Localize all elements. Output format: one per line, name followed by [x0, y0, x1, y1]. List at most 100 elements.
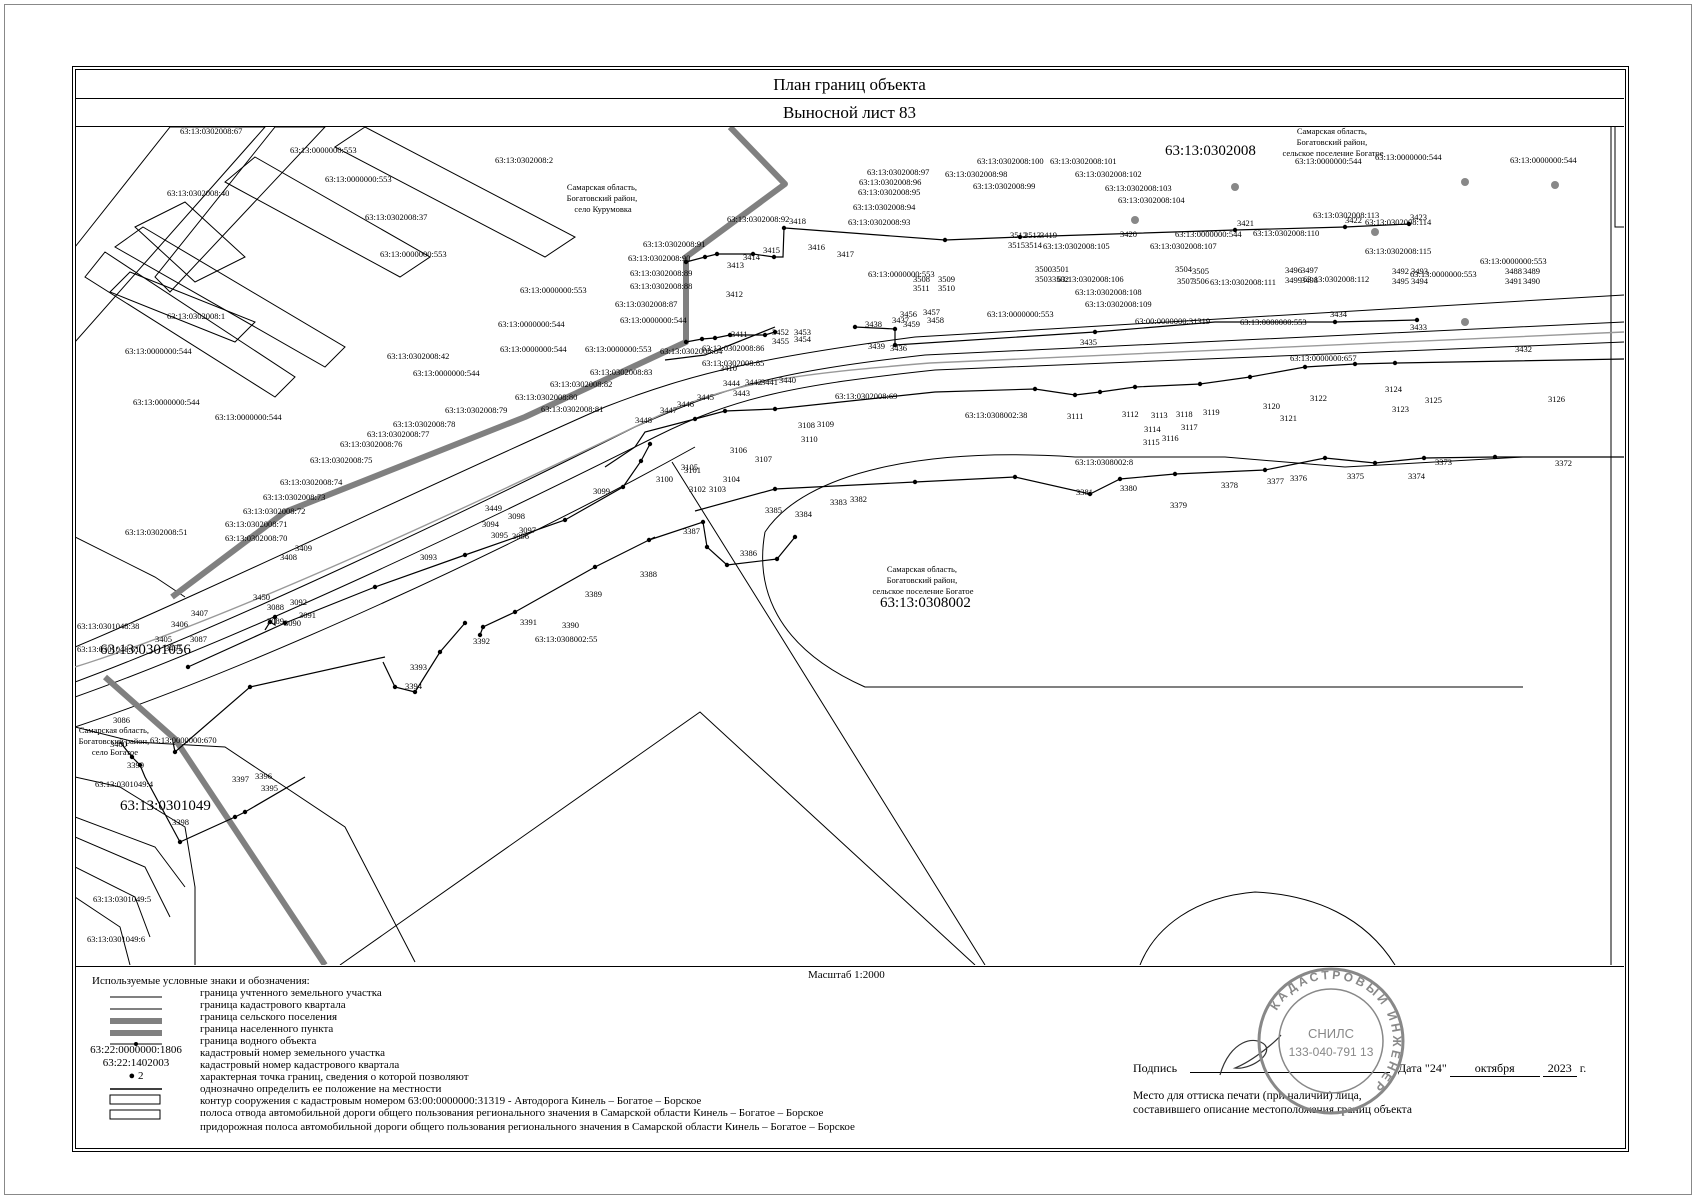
parcel-outline	[109, 271, 256, 343]
parcel-outline	[224, 156, 431, 278]
point-label: 3389	[585, 589, 602, 599]
parcel-label: 63:13:0308002:8	[1075, 457, 1133, 467]
signature-label: Подпись	[1133, 1061, 1178, 1075]
point-label: 3421	[1237, 218, 1254, 228]
point-label: 3447	[660, 405, 677, 415]
cadastral-map: 63:13:0302008 63:13:0308002 63:13:030105…	[75, 127, 1624, 965]
point-label: 3099	[593, 486, 610, 496]
point-label: 3114	[1144, 424, 1161, 434]
parcel-label: 63:13:0302008:105	[1043, 241, 1110, 251]
parcel-label: 63:13:0302008:91	[643, 239, 705, 249]
point-label: 3412	[726, 289, 743, 299]
parcel-label: 63:13:0000000:553	[868, 269, 935, 279]
parcel-label: 63:13:0302008:115	[1365, 246, 1431, 256]
point-label: 3498	[1301, 275, 1318, 285]
point-label: 3406	[171, 619, 188, 629]
point-label: 3450	[253, 592, 270, 602]
parcel-label: 63:13:0000000:553	[380, 249, 447, 259]
parcel-label: 63:13:0302008:71	[225, 519, 287, 529]
point-label: 3377	[1267, 476, 1284, 486]
point-label: 3505	[1192, 266, 1209, 276]
parcel-label: 63:13:0000000:544	[500, 344, 567, 354]
parcel-label: 63:13:0301048:61	[77, 644, 139, 654]
legend-item: однозначно определить ее положение на ме…	[200, 1083, 442, 1095]
parcel-label: 63:13:0000000:670	[150, 735, 217, 745]
point-label: 3086	[113, 715, 130, 725]
settlement-boundary	[103, 674, 328, 965]
point-label: 3489	[1523, 266, 1540, 276]
parcel-label: 63:13:0302008:109	[1085, 299, 1152, 309]
point-label: 3432	[1515, 344, 1532, 354]
point-label: 3416	[808, 242, 825, 252]
point-label: 3497	[1301, 265, 1318, 275]
page-border	[4, 4, 1692, 1195]
parcel-label: 63:13:0302008:101	[1050, 156, 1117, 166]
point-label: 3384	[795, 509, 813, 519]
point-label: 3515	[1008, 240, 1025, 250]
parcel-outline	[75, 726, 416, 963]
parcel-label: 63:13:0302008:72	[243, 506, 305, 516]
point-label: 3095	[491, 530, 508, 540]
point-label: 3443	[733, 388, 750, 398]
parcel-label: 63:13:0000000:544	[620, 315, 687, 325]
parcel-label: 63:13:0000000:553	[1480, 256, 1547, 266]
parcel-label: 63:13:0302008:96	[859, 177, 921, 187]
point-label: 3409	[295, 543, 312, 553]
point-label: 3110	[801, 434, 818, 444]
point-label: 3419	[1040, 230, 1057, 240]
parcel-label: 63:13:0302008:2	[495, 155, 553, 165]
point-label: 3502	[1052, 274, 1069, 284]
sheet-title: Выносной лист 83	[75, 100, 1624, 127]
point-label: 3090	[284, 618, 301, 628]
parcel-label: 63:13:0302008:79	[445, 405, 507, 415]
parcel-label: 63:13:0000000:553	[987, 309, 1054, 319]
point-label: 3417	[837, 249, 854, 259]
point-label: 3112	[1122, 409, 1139, 419]
area-label: Самарская область, Богатовский район, се…	[79, 725, 152, 757]
point-label: 3444	[723, 378, 741, 388]
point-label: 3445	[697, 392, 714, 402]
point-label: 3492	[1392, 266, 1409, 276]
point-label: 3436	[890, 343, 907, 353]
parcel-label: 63:13:0302008:114	[1365, 217, 1432, 227]
point-label: 3399	[127, 760, 144, 770]
point-label: 3123	[1392, 404, 1409, 414]
parcel-label: 63:13:0302008:42	[387, 351, 449, 361]
point-label: 3106	[730, 445, 747, 455]
legend-item: кадастровый номер кадастрового квартала	[200, 1059, 400, 1071]
point-label: 3457	[923, 307, 940, 317]
date-month: октября	[1449, 1061, 1540, 1077]
point-label: 3121	[1280, 413, 1297, 423]
parcel-label: 63:13:0302008:81	[541, 404, 603, 414]
legend-quarter-code: 63:22:1402003	[102, 1057, 170, 1069]
parcel-label: 63:13:0000000:544	[498, 319, 565, 329]
point-label: 3441	[761, 377, 778, 387]
parcel-label: 63:13:0302008:98	[945, 169, 1007, 179]
parcel-label: 63:13:0000000:544	[1295, 156, 1362, 166]
point-label: 3422	[1345, 215, 1362, 225]
frame-outer	[72, 66, 1629, 1152]
point-label: 3511	[913, 283, 930, 293]
parcel-outline	[75, 866, 151, 938]
date-year: 2023	[1542, 1061, 1577, 1077]
point-label: 3495	[1392, 276, 1409, 286]
point-label: 3120	[1263, 401, 1280, 411]
parcel-label: 63:13:0302008:76	[340, 439, 402, 449]
parcel-outline	[75, 816, 186, 888]
parcel-outline	[671, 461, 986, 965]
parcel-label: 63:13:0302008:85	[702, 358, 764, 368]
point-label: 3410	[720, 363, 737, 373]
point-label: 3413	[727, 260, 744, 270]
point-label: 3455	[772, 336, 789, 346]
parcel-label: 63:13:0302008:84	[660, 346, 723, 356]
point-label: 3514	[1025, 240, 1043, 250]
point-label: 3376	[1290, 473, 1307, 483]
parcel-outline	[154, 127, 326, 293]
legend-item: полоса отвода автомобильной дороги общег…	[200, 1107, 824, 1119]
point-label: 3415	[763, 245, 780, 255]
parcel-label: 63:13:0302008:77	[367, 429, 429, 439]
point-label: 3507	[1177, 276, 1194, 286]
stamp-place-label: Место для оттиска печати (при наличии) л…	[1133, 1090, 1362, 1102]
date-day: "24"	[1424, 1061, 1447, 1075]
point-label: 3396	[255, 771, 272, 781]
